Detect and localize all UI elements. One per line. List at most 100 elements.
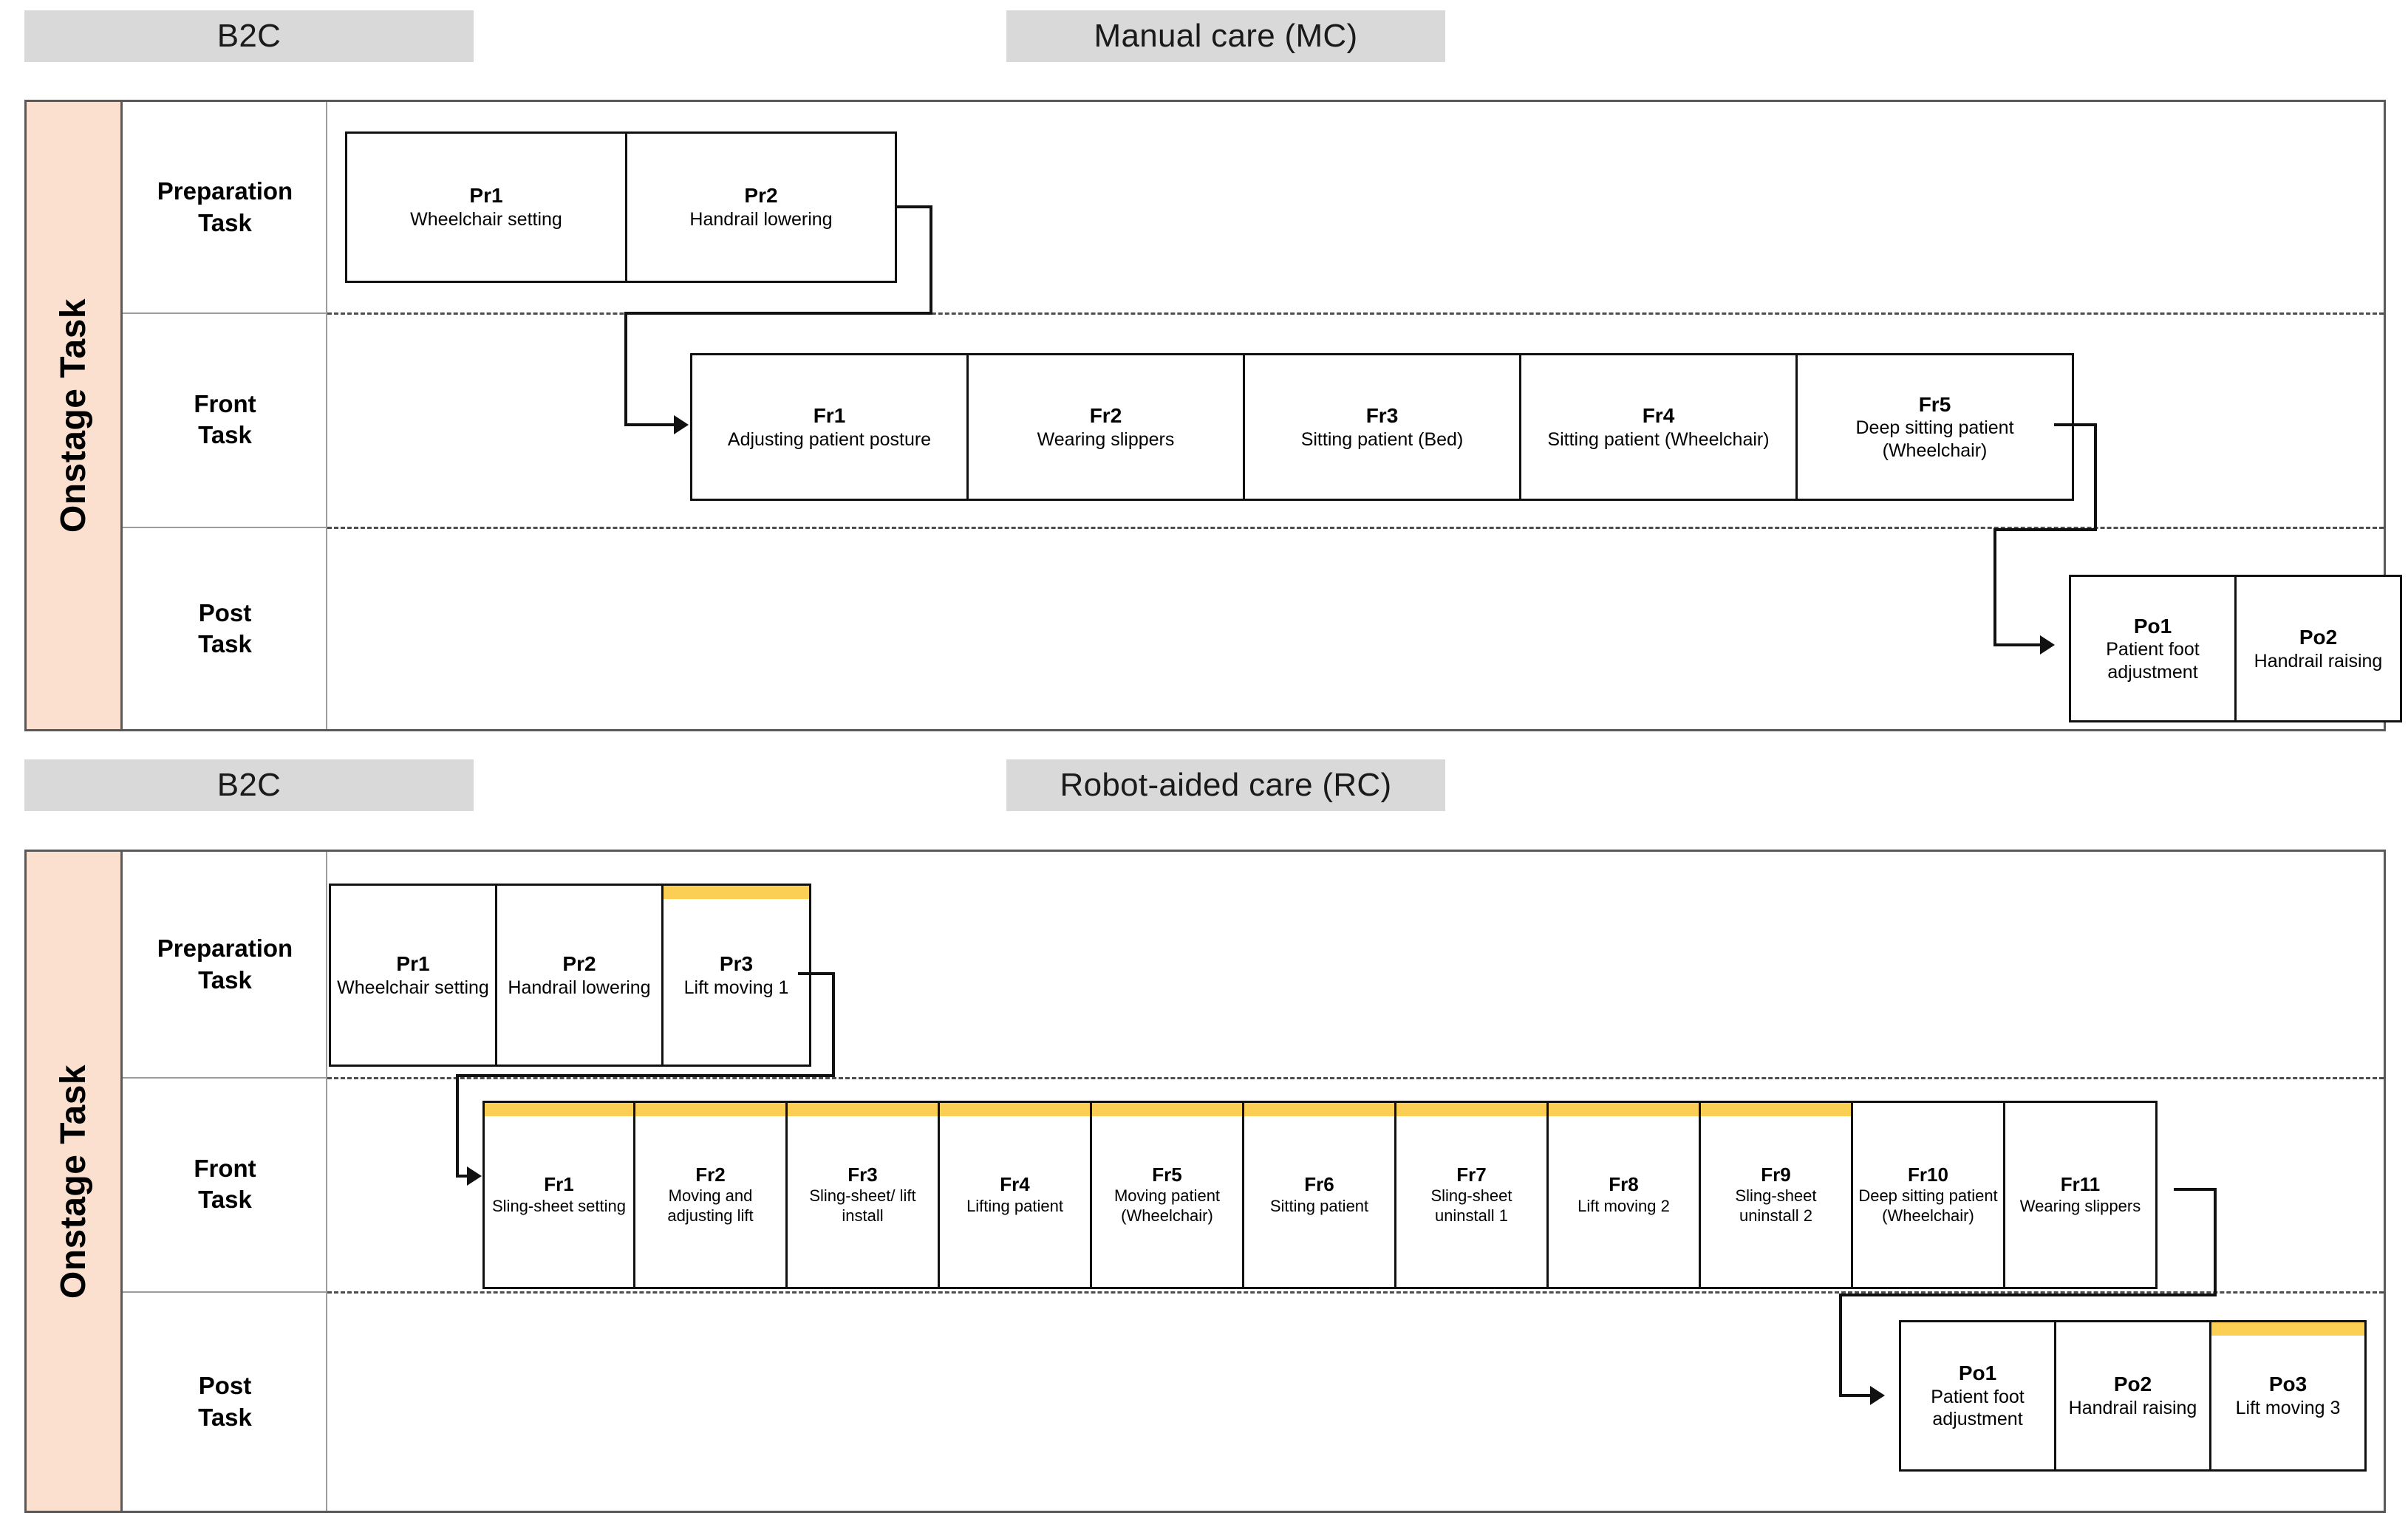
task-code: Fr3 [847, 1163, 878, 1186]
task-box-rc-fr5[interactable]: Fr5 Moving patient (Wheelchair) [1090, 1101, 1244, 1289]
connector-rc-prep-to-front-seg2 [832, 972, 835, 1077]
highlight-bar [1396, 1103, 1546, 1116]
rowsep-rc-1 [123, 1077, 327, 1079]
task-box-rc-pr2[interactable]: Pr2 Handrail lowering [495, 884, 664, 1067]
task-desc: Sitting patient (Bed) [1300, 428, 1464, 450]
taskrow-mc-front: Fr1 Adjusting patient posture Fr2 Wearin… [690, 353, 2074, 501]
rowlabel-mc-post-line2: Task [198, 630, 252, 657]
rowlabel-rc-post-line2: Task [198, 1403, 252, 1431]
task-desc: Sitting patient (Wheelchair) [1547, 428, 1770, 450]
task-code: Po2 [2299, 625, 2338, 649]
rowlabel-mc-post-line1: Post [198, 598, 252, 626]
task-box-rc-fr9[interactable]: Fr9 Sling-sheet uninstall 2 [1699, 1101, 1853, 1289]
task-code: Fr6 [1304, 1173, 1334, 1196]
task-box-rc-fr8[interactable]: Fr8 Lift moving 2 [1546, 1101, 1701, 1289]
task-desc: Patient foot adjustment [2106, 639, 2200, 683]
task-box-mc-fr1[interactable]: Fr1 Adjusting patient posture [690, 353, 969, 501]
task-desc: Deep sitting patient (Wheelchair) [1855, 417, 2014, 461]
taskrow-rc-post: Po1 Patient foot adjustment Po2 Handrail… [1899, 1320, 2367, 1472]
task-desc: Adjusting patient posture [727, 428, 932, 450]
highlight-bar [635, 1103, 785, 1116]
connector-rc-front-to-post-seg1 [2174, 1188, 2217, 1191]
chip-title-mc-label: Manual care (MC) [1094, 18, 1358, 54]
rowlabel-mc-preparation-line1: Preparation [157, 177, 293, 205]
chip-b2c-mc: B2C [24, 10, 474, 62]
task-box-mc-po1[interactable]: Po1 Patient foot adjustment [2069, 575, 2237, 722]
task-code: Fr5 [1918, 392, 1951, 416]
connector-rc-front-to-post-seg4 [1839, 1294, 1842, 1397]
task-box-rc-fr7[interactable]: Fr7 Sling-sheet uninstall 1 [1394, 1101, 1549, 1289]
task-code: Fr5 [1152, 1163, 1182, 1186]
connector-rc-front-to-post-seg3 [1839, 1294, 2217, 1296]
rowsep-mc-1 [123, 312, 327, 314]
rowlabel-mc-post: Post Task [123, 527, 327, 731]
task-desc: Lift moving 1 [683, 977, 789, 998]
task-box-mc-pr2[interactable]: Pr2 Handrail lowering [625, 131, 897, 283]
task-desc: Handrail lowering [508, 977, 651, 998]
connector-rc-prep-to-front-seg4 [456, 1074, 459, 1178]
task-box-mc-fr5[interactable]: Fr5 Deep sitting patient (Wheelchair) [1795, 353, 2074, 501]
highlight-bar [788, 1103, 938, 1116]
task-box-mc-pr1[interactable]: Pr1 Wheelchair setting [345, 131, 627, 283]
task-code: Fr2 [1089, 403, 1122, 427]
task-code: Fr1 [544, 1173, 574, 1196]
task-box-rc-po3[interactable]: Po3 Lift moving 3 [2209, 1320, 2367, 1472]
task-desc: Handrail raising [2068, 1398, 2197, 1419]
connector-mc-front-to-post-seg3 [1993, 528, 2097, 531]
task-box-rc-fr10[interactable]: Fr10 Deep sitting patient (Wheelchair) [1851, 1101, 2005, 1289]
connector-mc-prep-to-front-seg4 [624, 312, 627, 426]
rowlabel-mc-front-line1: Front [194, 389, 256, 417]
lane-label-rc: Onstage Task [27, 852, 123, 1511]
task-box-mc-fr3[interactable]: Fr3 Sitting patient (Bed) [1243, 353, 1521, 501]
rowlabel-rc-post: Post Task [123, 1291, 327, 1512]
task-desc: Wheelchair setting [410, 209, 562, 230]
task-code: Fr4 [1642, 403, 1675, 427]
rowlabel-mc-preparation: Preparation Task [123, 102, 327, 312]
task-desc: Sling-sheet setting [492, 1196, 626, 1215]
task-box-rc-fr6[interactable]: Fr6 Sitting patient [1242, 1101, 1396, 1289]
lane-label-rc-text: Onstage Task [54, 1064, 94, 1299]
rowsep-mc-2 [123, 527, 327, 528]
task-box-rc-pr3[interactable]: Pr3 Lift moving 1 [661, 884, 811, 1067]
task-code: Po1 [2133, 614, 2172, 638]
taskrow-mc-preparation: Pr1 Wheelchair setting Pr2 Handrail lowe… [345, 131, 897, 283]
dashsep-rc-2 [327, 1291, 2384, 1294]
task-desc: Sling-sheet uninstall 1 [1430, 1186, 1512, 1226]
task-desc: Sling-sheet uninstall 2 [1735, 1186, 1817, 1226]
task-desc: Patient foot adjustment [1931, 1386, 2025, 1430]
task-box-rc-fr4[interactable]: Fr4 Lifting patient [938, 1101, 1092, 1289]
task-box-rc-fr1[interactable]: Fr1 Sling-sheet setting [482, 1101, 635, 1289]
rowlabel-column-mc [123, 102, 327, 729]
task-box-mc-fr2[interactable]: Fr2 Wearing slippers [966, 353, 1245, 501]
task-desc: Lift moving 2 [1578, 1196, 1670, 1215]
task-box-mc-po2[interactable]: Po2 Handrail raising [2234, 575, 2402, 722]
task-box-mc-fr4[interactable]: Fr4 Sitting patient (Wheelchair) [1519, 353, 1798, 501]
rowlabel-mc-front-line2: Task [198, 421, 252, 448]
rowlabel-mc-front: Front Task [123, 312, 327, 527]
connector-mc-front-to-post-seg4 [1993, 528, 1996, 646]
task-box-rc-po1[interactable]: Po1 Patient foot adjustment [1899, 1320, 2056, 1472]
rowlabel-rc-front: Front Task [123, 1077, 327, 1291]
rowlabel-rc-preparation: Preparation Task [123, 852, 327, 1077]
task-code: Po3 [2268, 1373, 2308, 1396]
task-code: Fr3 [1365, 403, 1399, 427]
task-box-rc-po2[interactable]: Po2 Handrail raising [2054, 1320, 2211, 1472]
task-desc: Wheelchair setting [337, 977, 489, 998]
rowlabel-mc-preparation-line2: Task [198, 208, 252, 236]
task-box-rc-fr11[interactable]: Fr11 Wearing slippers [2003, 1101, 2158, 1289]
task-code: Fr9 [1761, 1163, 1791, 1186]
task-code: Pr1 [469, 184, 503, 208]
task-desc: Wearing slippers [1037, 428, 1175, 450]
task-code: Fr1 [813, 403, 846, 427]
task-box-rc-fr3[interactable]: Fr3 Sling-sheet/ lift install [785, 1101, 940, 1289]
task-code: Pr2 [744, 184, 778, 208]
connector-mc-front-to-post-seg5 [1993, 643, 2042, 646]
rowsep-rc-2 [123, 1291, 327, 1293]
task-box-rc-fr2[interactable]: Fr2 Moving and adjusting lift [633, 1101, 788, 1289]
task-code: Pr1 [396, 951, 430, 975]
task-box-rc-pr1[interactable]: Pr1 Wheelchair setting [329, 884, 497, 1067]
connector-rc-prep-to-front-seg1 [798, 972, 835, 975]
highlight-bar [1244, 1103, 1394, 1116]
task-desc: Lift moving 3 [2235, 1398, 2341, 1419]
arrowhead-rc-front [467, 1166, 482, 1186]
